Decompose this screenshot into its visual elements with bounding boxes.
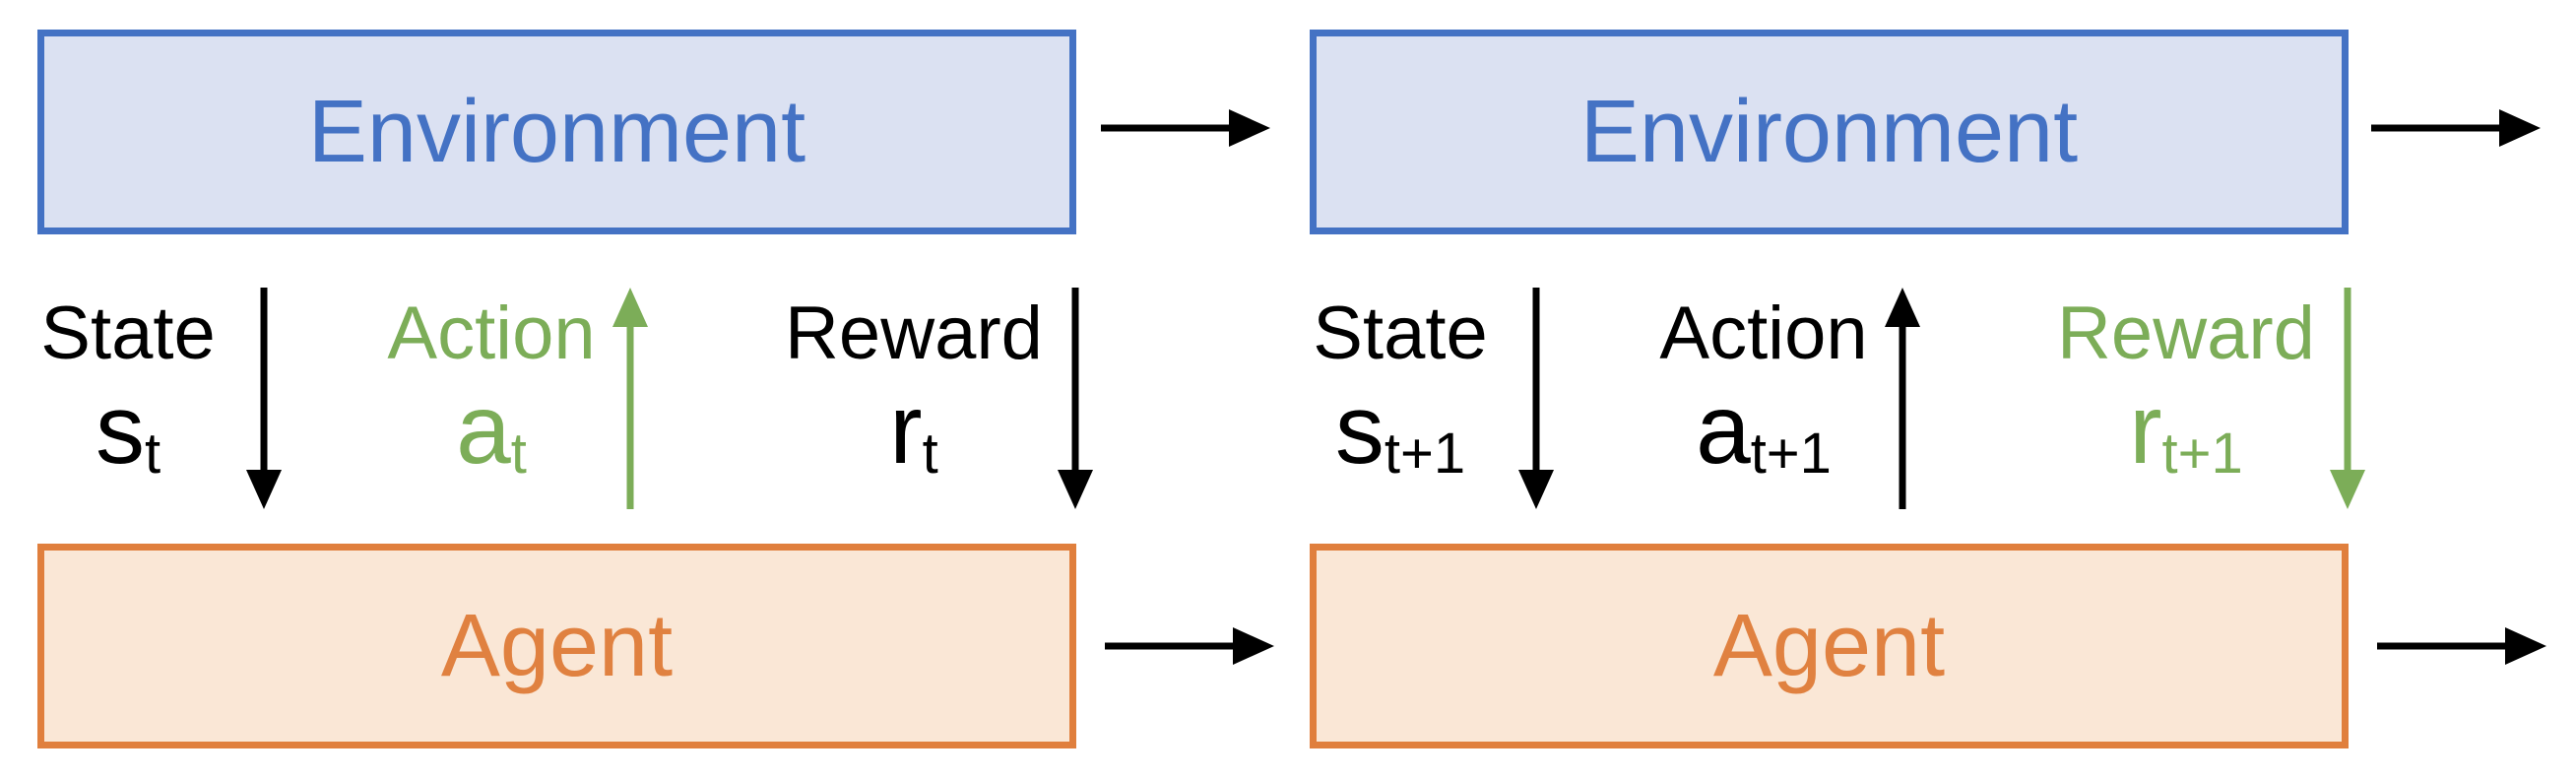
environment-to-environment-arrow-icon	[1101, 106, 1270, 150]
reward-arrow-down-icon	[1054, 288, 1097, 509]
reward-symbol: rt+1	[2019, 378, 2353, 484]
action-label: Action	[387, 292, 596, 375]
agent-continues-arrow-icon	[2377, 624, 2546, 668]
state-signal-t1: State st+1	[1233, 290, 1568, 484]
state-symbol-subscript: t	[144, 422, 161, 487]
agent-label: Agent	[440, 596, 674, 695]
state-symbol-base: s	[1334, 373, 1385, 485]
environment-continues-arrow-icon	[2371, 106, 2541, 150]
action-symbol-subscript: t	[510, 422, 527, 487]
state-arrow-down-icon	[242, 288, 286, 509]
reward-label: Reward	[785, 292, 1043, 375]
state-symbol-base: s	[95, 373, 145, 485]
environment-label: Environment	[307, 82, 806, 181]
panel-timestep-t: Environment State st Action at Reward rt…	[37, 0, 1093, 780]
reward-symbol-base: r	[2129, 373, 2162, 485]
action-signal-t: Action at	[324, 290, 659, 484]
state-arrow-down-icon	[1514, 288, 1558, 509]
reward-signal-t1: Reward rt+1	[2019, 290, 2353, 484]
action-arrow-up-icon	[609, 288, 652, 509]
state-signal-t: State st	[0, 290, 295, 484]
reward-symbol-subscript: t+1	[2161, 422, 2243, 487]
state-label: State	[40, 292, 216, 375]
environment-box-t1: Environment	[1310, 30, 2349, 234]
agent-box-t1: Agent	[1310, 544, 2349, 748]
state-symbol: st	[0, 378, 295, 484]
agent-box-t: Agent	[37, 544, 1076, 748]
action-label: Action	[1659, 292, 1868, 375]
action-symbol-base: a	[1696, 373, 1751, 485]
state-label: State	[1313, 292, 1488, 375]
reward-arrow-down-icon	[2326, 288, 2369, 509]
reward-label: Reward	[2057, 292, 2315, 375]
action-signal-t1: Action at+1	[1596, 290, 1931, 484]
action-symbol-subscript: t+1	[1750, 422, 1832, 487]
action-symbol-base: a	[456, 373, 511, 485]
environment-box-t: Environment	[37, 30, 1076, 234]
agent-label: Agent	[1712, 596, 1946, 695]
state-symbol: st+1	[1233, 378, 1568, 484]
reward-symbol-base: r	[889, 373, 923, 485]
action-symbol: at	[324, 378, 659, 484]
action-arrow-up-icon	[1881, 288, 1924, 509]
state-symbol-subscript: t+1	[1384, 422, 1466, 487]
reward-symbol-subscript: t	[922, 422, 938, 487]
environment-label: Environment	[1579, 82, 2079, 181]
action-symbol: at+1	[1596, 378, 1931, 484]
panel-timestep-t-plus-1: Environment State st+1 Action at+1 Rewar…	[1310, 0, 2365, 780]
reward-symbol: rt	[746, 378, 1081, 484]
agent-to-agent-arrow-icon	[1105, 624, 1274, 668]
reward-signal-t: Reward rt	[746, 290, 1081, 484]
